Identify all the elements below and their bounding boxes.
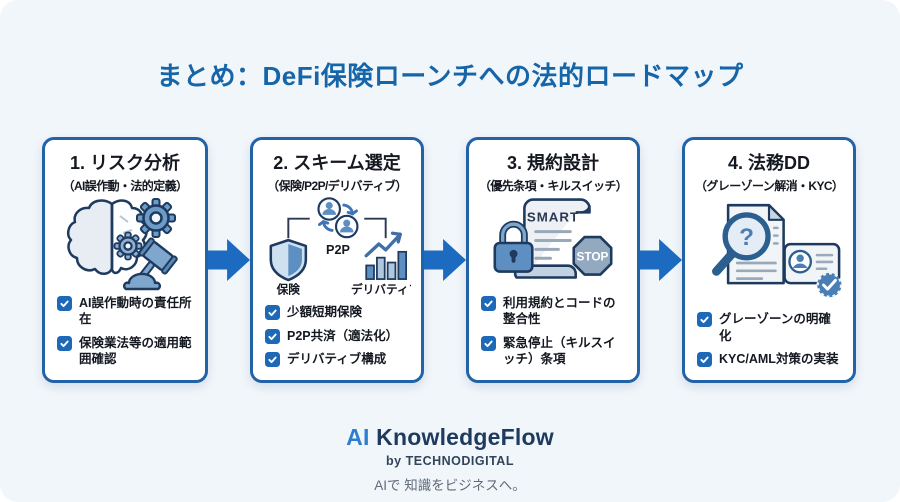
check-item-label: P2P共済（適法化） — [287, 328, 399, 343]
step-2-subtitle: （保険/P2P/デリバティブ） — [267, 178, 407, 193]
check-item-label: デリバティブ構成 — [287, 351, 387, 366]
step-card-3-terms-design: 3. 規約設計 （優先条項・キルスイッチ） SMART — [466, 137, 640, 383]
derivative-chart — [364, 232, 408, 281]
check-item: 利用規約とコードの整合性 — [481, 295, 625, 328]
check-item-label: 緊急停止（キルスイッチ）条項 — [503, 335, 616, 366]
check-item: 少額短期保険 — [265, 304, 409, 321]
step-1-subtitle: （AI誤作動・法的定義） — [62, 178, 188, 193]
stop-label: STOP — [576, 250, 608, 264]
shield-label: 保険 — [276, 283, 301, 297]
step-2-checklist: 少額短期保険 P2P共済（適法化） デリバティブ構成 — [263, 297, 411, 367]
check-item: デリバティブ構成 — [265, 351, 409, 367]
page-title: まとめ：DeFi保険ローンチへの法的ロードマップ — [156, 61, 744, 91]
check-item-label: 利用規約とコードの整合性 — [503, 296, 616, 327]
step-4-title: 4. 法務DD — [727, 153, 810, 173]
step-card-1-risk-analysis: 1. リスク分析 （AI誤作動・法的定義） — [42, 137, 208, 383]
check-item-label: 保険業法等の適用範囲確認 — [79, 335, 192, 366]
check-item: P2P共済（適法化） — [265, 328, 409, 344]
gear-small — [113, 231, 143, 261]
step-2-title: 2. スキーム選定 — [273, 153, 401, 173]
step-card-2-scheme-selection: 2. スキーム選定 （保険/P2P/デリバティブ） — [250, 137, 424, 383]
check-item: KYC/AML対策の実装 — [697, 351, 841, 367]
insurance-shield — [269, 239, 308, 282]
check-item-label: KYC/AML対策の実装 — [719, 351, 839, 366]
check-item: グレーゾーンの明確化 — [697, 311, 841, 344]
magnifier-document-idcard-icon: ? — [695, 194, 843, 305]
checkbox-checked-icon — [481, 296, 496, 311]
check-item: 保険業法等の適用範囲確認 — [57, 335, 193, 368]
check-item-label: グレーゾーンの明確化 — [719, 312, 831, 343]
smart-label: SMART — [527, 209, 579, 224]
roadmap-steps-row: 1. リスク分析 （AI誤作動・法的定義） — [42, 137, 856, 383]
question-mark-glyph: ? — [739, 224, 754, 251]
arrow-gap-3 — [640, 137, 682, 383]
checkbox-checked-icon — [265, 305, 280, 321]
right-arrow-icon — [640, 239, 682, 281]
smart-contract-lock-stop-icon: SMART — [479, 194, 627, 288]
p2p-people — [317, 197, 359, 239]
right-arrow-icon — [424, 239, 466, 281]
arrow-gap-2 — [424, 137, 466, 383]
check-item-label: 少額短期保険 — [287, 305, 363, 320]
step-1-checklist: AI誤作動時の責任所在 保険業法等の適用範囲確認 — [55, 288, 195, 367]
step-3-checklist: 利用規約とコードの整合性 緊急停止（キルスイッチ）条項 — [479, 288, 627, 367]
check-item-label: AI誤作動時の責任所在 — [79, 296, 192, 327]
stop-sign: STOP — [572, 235, 613, 276]
check-item: AI誤作動時の責任所在 — [57, 295, 193, 328]
checkbox-checked-icon — [57, 296, 72, 311]
brand-ai-part: AI — [346, 424, 370, 450]
check-item: 緊急停止（キルスイッチ）条項 — [481, 335, 625, 368]
step-3-title: 3. 規約設計 — [506, 153, 599, 173]
p2p-label: P2P — [326, 243, 350, 257]
shield-p2p-chart-icon: P2P 保険 デリバ — [263, 194, 411, 298]
brain-gears-gavel-icon — [55, 194, 195, 291]
gear-big — [136, 197, 176, 238]
step-3-subtitle: （優先条項・キルスイッチ） — [479, 178, 628, 193]
step-card-4-legal-dd: 4. 法務DD （グレーゾーン解消・KYC） — [682, 137, 856, 383]
verified-badge — [816, 272, 843, 298]
step-1-title: 1. リスク分析 — [69, 153, 180, 173]
brand-logo-text: AI KnowledgeFlow — [0, 424, 900, 451]
padlock — [493, 220, 534, 273]
checkbox-checked-icon — [481, 335, 496, 351]
step-4-checklist: グレーゾーンの明確化 KYC/AML対策の実装 — [695, 304, 843, 367]
checkbox-checked-icon — [697, 312, 712, 328]
right-arrow-icon — [208, 239, 250, 281]
footer-branding: AI KnowledgeFlow by TECHNODIGITAL AIで 知識… — [0, 424, 900, 494]
checkbox-checked-icon — [697, 351, 712, 367]
checkbox-checked-icon — [57, 335, 72, 351]
brand-rest-part: KnowledgeFlow — [369, 424, 554, 450]
smart-contract-scroll: SMART — [513, 198, 591, 279]
brand-tagline: AIで 知識をビジネスへ。 — [374, 478, 526, 493]
checkbox-checked-icon — [265, 351, 280, 367]
checkbox-checked-icon — [265, 328, 280, 344]
magnifier: ? — [712, 212, 771, 276]
arrow-gap-1 — [208, 137, 250, 383]
derivative-label: デリバティブ — [351, 283, 411, 297]
brand-byline: by TECHNODIGITAL — [386, 454, 514, 468]
step-4-subtitle: （グレーゾーン解消・KYC） — [695, 178, 844, 193]
